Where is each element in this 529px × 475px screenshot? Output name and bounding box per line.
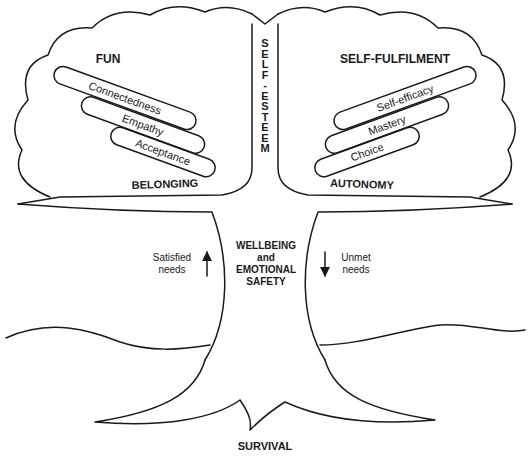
trunk-label: WELLBEING and EMOTIONAL SAFETY xyxy=(227,240,305,288)
trunk-left xyxy=(18,204,225,360)
need-heading: SELF-FULFILMENT xyxy=(340,53,450,66)
trunk-label: SELF-ESTEEM xyxy=(260,38,270,154)
branch-lobe xyxy=(312,125,422,180)
up-arrow xyxy=(206,252,208,276)
branch-heading: AUTONOMY xyxy=(330,177,394,191)
canopy-right xyxy=(278,7,515,197)
trunk-notch xyxy=(252,14,278,24)
ground-right xyxy=(320,325,525,345)
need-heading: FUN xyxy=(96,53,121,66)
branch-right-upper xyxy=(278,24,512,204)
arrow-note: Satisfied needs xyxy=(146,252,198,276)
tree-lines xyxy=(6,7,525,430)
canopy-left xyxy=(15,7,252,197)
down-arrow xyxy=(324,252,326,276)
root-label: SURVIVAL xyxy=(238,440,293,452)
ground-left xyxy=(6,327,210,349)
arrow-note: Unmet needs xyxy=(334,252,378,276)
trunk-right xyxy=(305,204,512,360)
roots xyxy=(95,360,435,430)
branch-label: Mastery xyxy=(367,113,408,138)
branch-heading: BELONGING xyxy=(131,177,198,191)
branch-left-upper xyxy=(18,24,252,204)
branch-label: Choice xyxy=(349,140,385,163)
